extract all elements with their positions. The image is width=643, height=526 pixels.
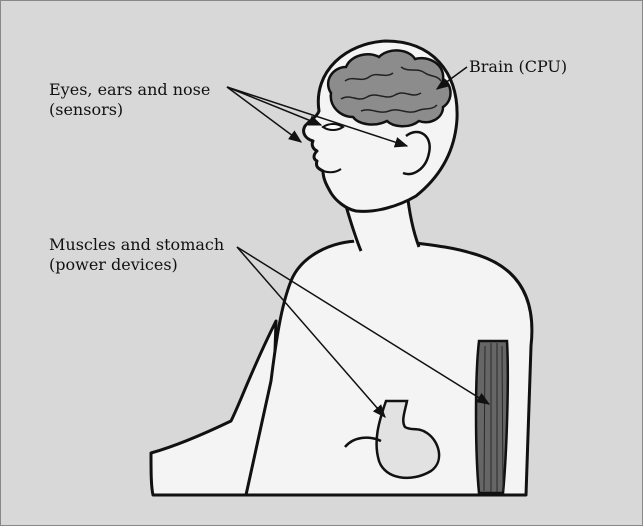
- power-devices-label: Muscles and stomach (power devices): [49, 235, 224, 275]
- brain-label: Brain (CPU): [469, 57, 567, 77]
- brain-label-line1: Brain (CPU): [469, 57, 567, 77]
- power-label-line2: (power devices): [49, 255, 224, 275]
- power-label-line1: Muscles and stomach: [49, 235, 224, 255]
- sensors-label: Eyes, ears and nose (sensors): [49, 80, 210, 120]
- arrow-to-nose: [227, 87, 301, 142]
- eye-shape: [323, 124, 343, 130]
- sensors-label-line1: Eyes, ears and nose: [49, 80, 210, 100]
- arrow-to-eye: [227, 87, 321, 125]
- sensors-label-line2: (sensors): [49, 100, 210, 120]
